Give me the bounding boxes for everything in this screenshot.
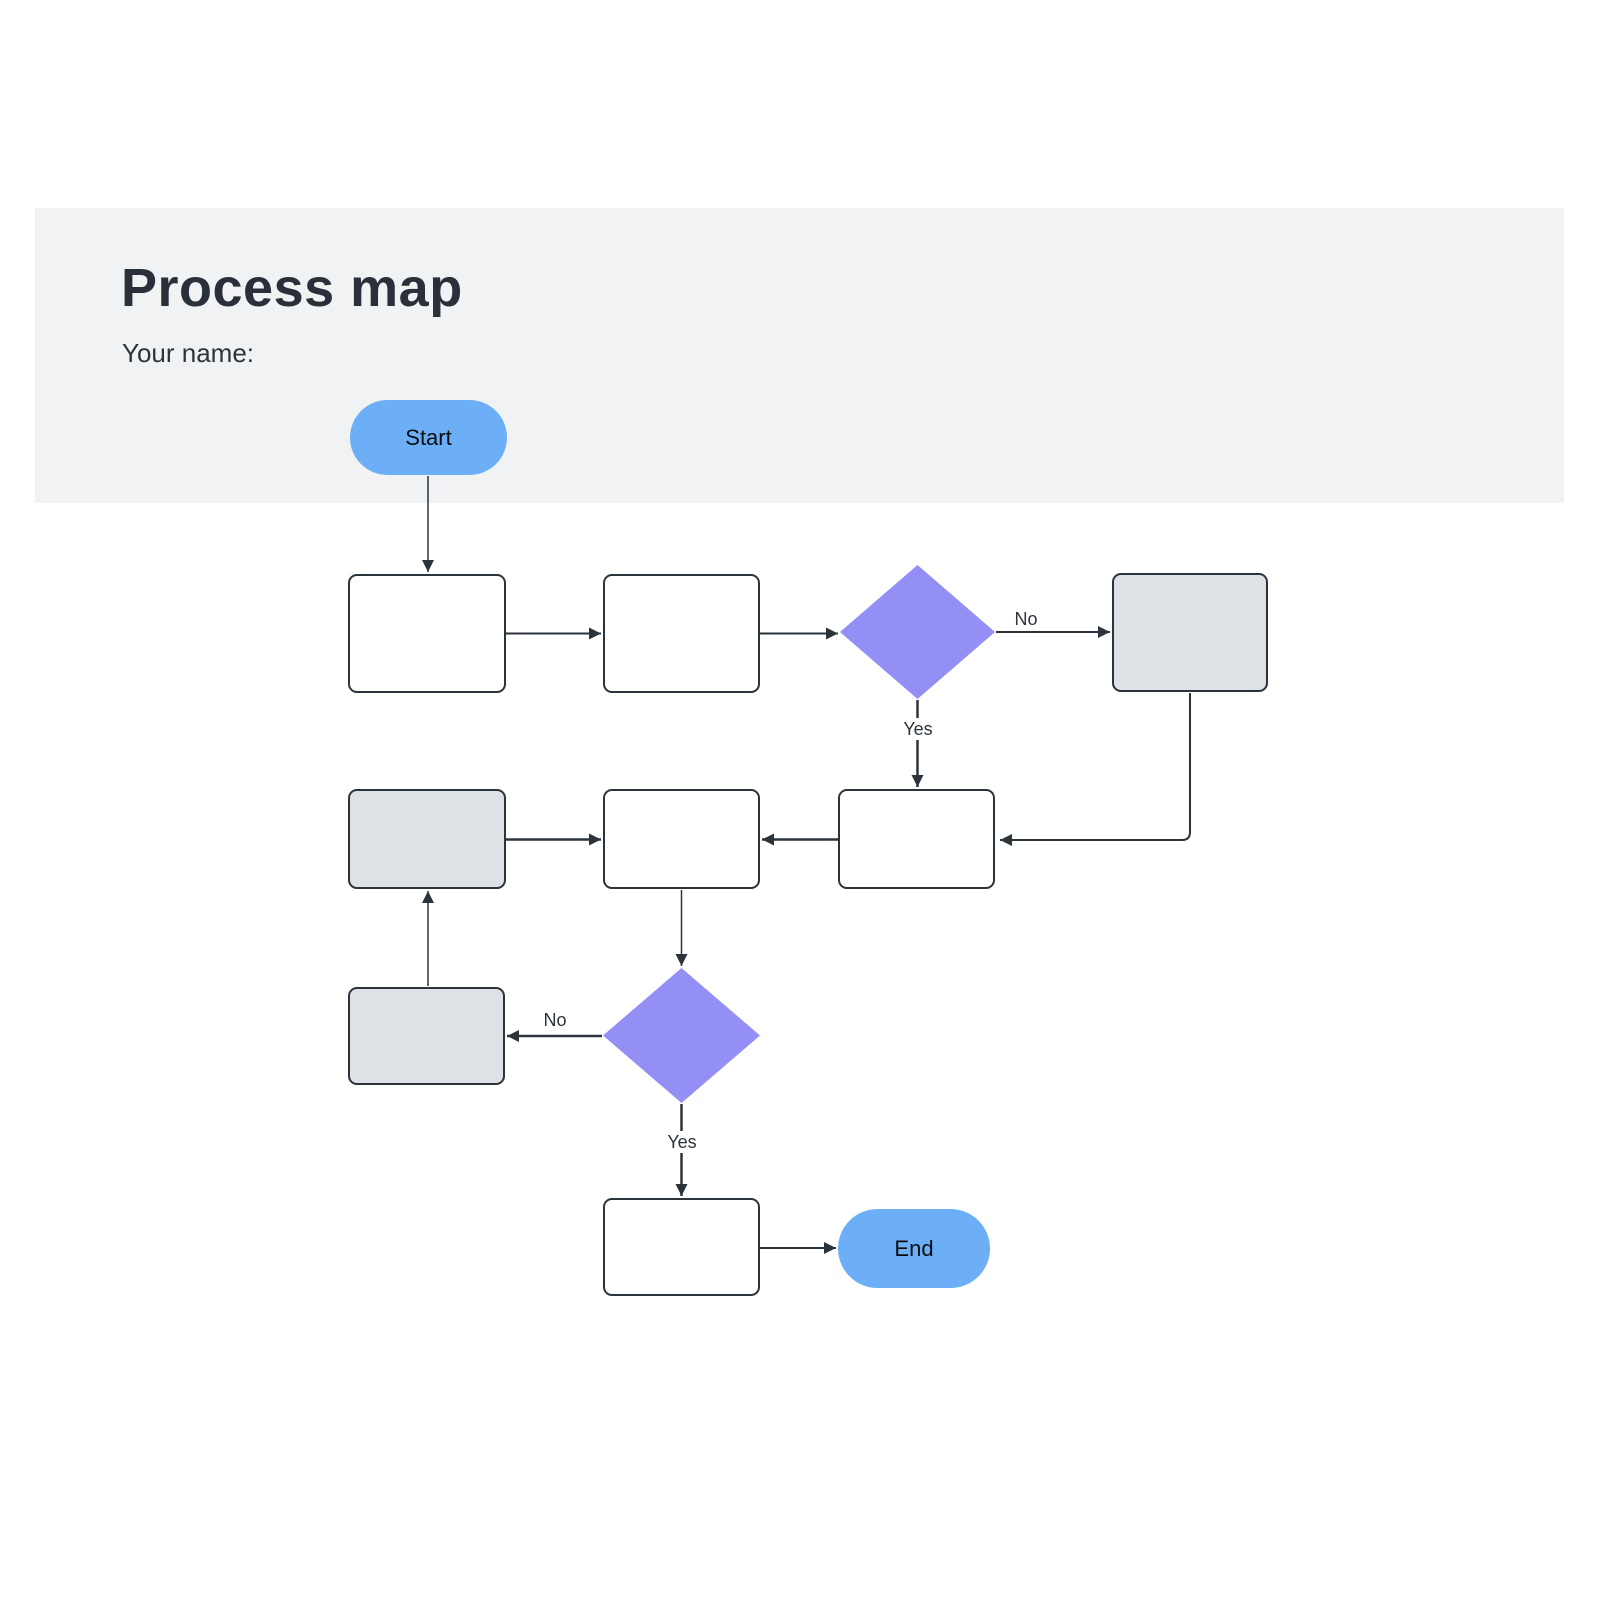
end-node-label: End <box>894 1235 934 1261</box>
process-node-1[interactable] <box>348 574 506 693</box>
process-node-5[interactable] <box>603 1198 760 1296</box>
end-node[interactable]: End <box>838 1209 990 1288</box>
process-node-3[interactable] <box>603 789 760 889</box>
page-title: Process map <box>121 258 463 318</box>
start-node-label: Start <box>405 424 452 450</box>
edge-label-decision1-no: No <box>1011 608 1041 630</box>
process-node-4[interactable] <box>838 789 995 889</box>
gray-process-node-3[interactable] <box>348 987 505 1085</box>
gray-process-node-1[interactable] <box>1112 573 1268 692</box>
your-name-label: Your name: <box>122 338 255 368</box>
header-band <box>35 208 1564 503</box>
start-node[interactable]: Start <box>350 400 507 475</box>
edge-label-decision2-yes: Yes <box>664 1131 700 1153</box>
edge-label-decision1-yes: Yes <box>900 718 936 740</box>
connector-alt1-to-step3 <box>1000 693 1191 846</box>
gray-process-node-2[interactable] <box>348 789 506 889</box>
edge-label-decision2-no: No <box>540 1009 570 1031</box>
process-node-2[interactable] <box>603 574 760 693</box>
